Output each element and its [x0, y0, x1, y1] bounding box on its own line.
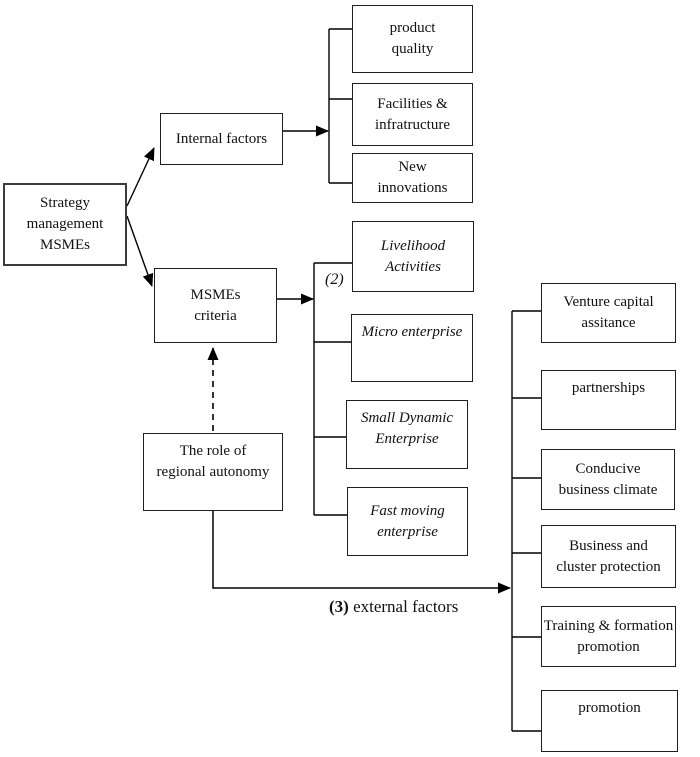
group-2-label: (2)	[325, 271, 344, 288]
node-label: criteria	[194, 307, 237, 324]
node-label: Venture capital	[563, 294, 654, 310]
node-label: product	[389, 20, 436, 36]
external-factors-text: external factors	[348, 597, 459, 616]
node-conducive-climate: Conducive business climate	[541, 449, 675, 510]
node-label: MSMEs	[190, 286, 241, 303]
external-factors-label: (3) external factors	[329, 597, 458, 617]
node-promotion: promotion	[541, 690, 678, 752]
node-label: Strategy	[40, 195, 90, 211]
node-label: partnerships	[571, 380, 646, 396]
node-strategy-management: Strategy management MSMEs	[3, 183, 127, 266]
node-label: infratructure	[375, 116, 450, 133]
node-label: MSMEs	[39, 237, 91, 253]
node-label: management	[26, 216, 104, 232]
node-label: Facilities &	[377, 95, 448, 112]
node-product-quality: product quality	[352, 5, 473, 73]
node-partnerships: partnerships	[541, 370, 676, 430]
node-label: Small Dynamic	[360, 410, 454, 426]
node-label: Internal factors	[175, 130, 268, 147]
node-label: Fast moving	[370, 502, 445, 519]
node-facilities-infrastructure: Facilities & infratructure	[352, 83, 473, 146]
external-factors-number: (3)	[329, 597, 349, 616]
group3-spine	[511, 310, 541, 732]
arrow-strategy-to-criteria	[126, 215, 154, 287]
node-label: quality	[391, 41, 434, 57]
node-business-cluster-protection: Business and cluster protection	[541, 525, 676, 588]
node-label: regional autonomy	[156, 464, 270, 480]
node-micro-enterprise: Micro enterprise	[351, 314, 473, 382]
group1-spine	[328, 28, 352, 184]
node-label: Training & formation	[543, 617, 674, 634]
node-label: Business and	[569, 537, 648, 554]
node-venture-capital: Venture capital assitance	[541, 283, 676, 343]
node-label: Livelihood	[380, 237, 446, 254]
node-label: promotion	[577, 638, 640, 655]
node-label: assitance	[581, 315, 636, 331]
node-label: enterprise	[377, 523, 438, 540]
node-msmes-criteria: MSMEs criteria	[154, 268, 277, 343]
node-training-formation: Training & formation promotion	[541, 606, 676, 667]
node-fast-moving-enterprise: Fast moving enterprise	[347, 487, 468, 556]
node-regional-autonomy: The role of regional autonomy	[143, 433, 283, 511]
node-label: innovations	[377, 180, 448, 196]
node-new-innovations: New innovations	[352, 153, 473, 203]
node-internal-factors: Internal factors	[160, 113, 283, 165]
node-label: Enterprise	[375, 431, 439, 447]
node-small-dynamic-enterprise: Small Dynamic Enterprise	[346, 400, 468, 469]
node-label: business climate	[558, 481, 658, 498]
node-label: Micro enterprise	[361, 324, 463, 340]
arrow-autonomy-to-group3	[212, 511, 511, 594]
node-label: cluster protection	[556, 558, 661, 575]
node-label: The role of	[179, 443, 247, 459]
arrow-strategy-to-internal	[126, 147, 155, 207]
group2-spine	[313, 262, 352, 516]
node-label: promotion	[578, 700, 641, 716]
node-label: New	[398, 159, 427, 175]
node-label: Activities	[385, 258, 441, 275]
node-label: Conducive	[575, 460, 641, 477]
node-livelihood-activities: Livelihood Activities	[352, 221, 474, 292]
